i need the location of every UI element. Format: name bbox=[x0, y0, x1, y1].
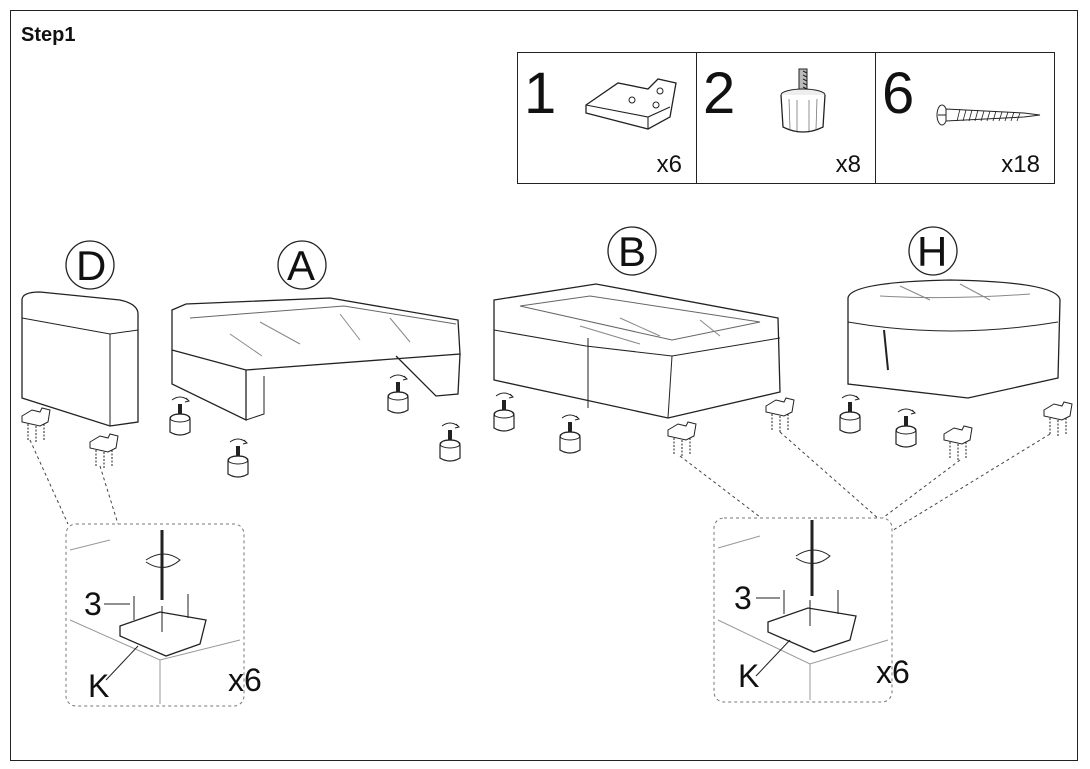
detail-left-screw-label: 3 bbox=[84, 586, 102, 622]
part-quantity: x18 bbox=[1001, 151, 1040, 178]
label-circle-h bbox=[908, 226, 958, 276]
module-h bbox=[839, 279, 1073, 461]
corner-bracket-icon bbox=[585, 78, 677, 130]
part-quantity: x8 bbox=[835, 151, 861, 178]
label-circle-a bbox=[277, 240, 327, 290]
part-cell-2: 2 x8 bbox=[697, 53, 876, 183]
label-circle-b bbox=[607, 226, 657, 276]
detail-panel-left bbox=[65, 523, 245, 707]
part-cell-1: 1 x6 bbox=[518, 53, 697, 183]
module-label-a: A bbox=[287, 242, 316, 289]
module-d bbox=[21, 291, 139, 469]
part-number: 6 bbox=[882, 61, 915, 126]
leader-lines bbox=[29, 431, 1051, 533]
module-label-b: B bbox=[618, 228, 647, 275]
screw-icon bbox=[936, 104, 1041, 126]
module-label-d: D bbox=[76, 242, 107, 289]
part-number: 1 bbox=[524, 61, 557, 126]
module-b bbox=[493, 283, 795, 457]
detail-right-screw-label: 3 bbox=[734, 580, 752, 616]
detail-panel-right bbox=[713, 517, 893, 703]
module-a bbox=[169, 297, 461, 478]
detail-left-bracket-label: K bbox=[88, 668, 110, 704]
part-number: 2 bbox=[703, 61, 736, 126]
label-circle-d bbox=[65, 240, 115, 290]
module-label-h: H bbox=[917, 228, 948, 275]
page-frame bbox=[10, 10, 1078, 761]
parts-legend: 1 x6 2 x8 6 x18 bbox=[517, 52, 1055, 184]
step-title: Step1 bbox=[21, 24, 76, 46]
detail-right-bracket-label: K bbox=[738, 658, 760, 694]
furniture-foot-icon bbox=[780, 68, 826, 133]
detail-right-quantity: x6 bbox=[876, 654, 910, 690]
detail-left-quantity: x6 bbox=[228, 662, 262, 698]
part-cell-6: 6 x18 bbox=[876, 53, 1054, 183]
part-quantity: x6 bbox=[656, 151, 682, 178]
